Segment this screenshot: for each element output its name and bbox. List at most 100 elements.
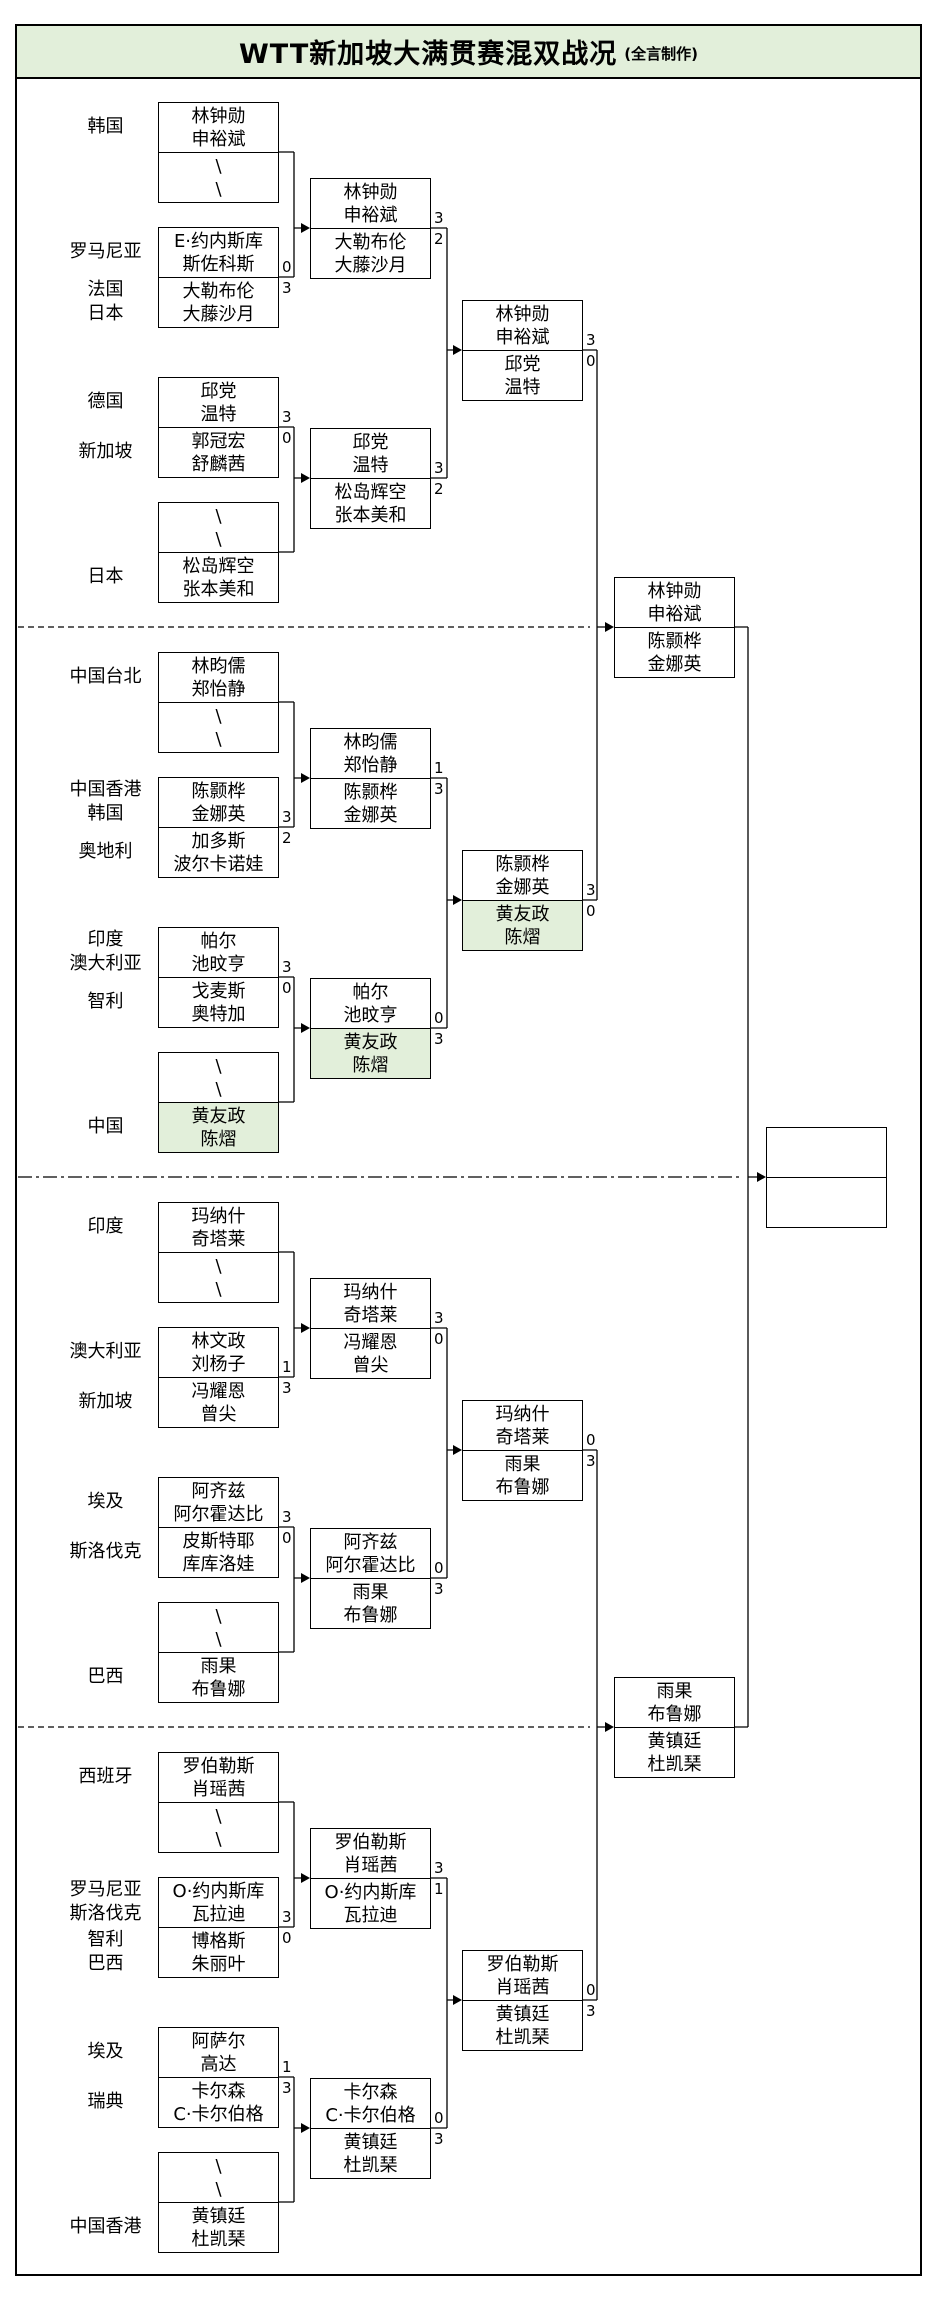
player-name: 罗伯勒斯	[486, 1953, 559, 1975]
player-name: 陈颢桦	[343, 781, 398, 803]
country-name: 西班牙	[78, 1766, 133, 1787]
bye-slot: \\	[158, 1802, 279, 1853]
country-name: 罗马尼亚	[69, 1879, 142, 1900]
country-name: 智利	[87, 991, 124, 1012]
player-name: 黄镇廷	[191, 2205, 246, 2227]
country-name: 印度	[87, 1216, 124, 1237]
bye-mark: \	[215, 528, 222, 550]
country-name: 日本	[87, 566, 124, 587]
bye-slot: \\	[158, 502, 279, 553]
player-name: 温特	[200, 403, 237, 425]
player-name: 雨果	[504, 1453, 541, 1475]
round2-match-3-bottom-half: 陈颢桦金娜英	[311, 779, 430, 828]
player-name: 林昀儒	[191, 655, 246, 677]
country-name: 罗马尼亚	[69, 241, 142, 262]
player-name: 舒麟茜	[191, 453, 246, 475]
country-name: 斯洛伐克	[69, 1903, 142, 1924]
match-score: 3	[282, 958, 292, 976]
page-title: WTT新加坡大满贯赛混双战况	[239, 39, 618, 70]
round2-match-2-top-half: 邱党温特	[311, 429, 430, 479]
semifinal-2-box: 雨果布鲁娜黄镇廷杜凯琹	[614, 1677, 735, 1778]
player-name: 布鲁娜	[495, 1476, 550, 1498]
player-name: O·约内斯库	[172, 1880, 265, 1902]
player-name: C·卡尔伯格	[325, 2104, 416, 2126]
match-score: 1	[282, 2058, 292, 2076]
match-score: 0	[282, 429, 292, 447]
round2-match-4-box: 帕尔池旼亨黄友政陈熠	[310, 978, 431, 1079]
team-slot: 帕尔池旼亨	[158, 927, 279, 978]
quarterfinal-4-top-half: 罗伯勒斯肖瑶茜	[463, 1951, 582, 2001]
player-name: 玛纳什	[495, 1403, 550, 1425]
player-name: 刘杨子	[191, 1353, 246, 1375]
match-score: 3	[586, 1452, 596, 1470]
country-name: 瑞典	[87, 2091, 124, 2112]
team-slot: 雨果布鲁娜	[158, 1652, 279, 1703]
player-name: 大勒布伦	[334, 231, 407, 253]
final-match-bottom-half	[767, 1178, 886, 1227]
player-name: 朱丽叶	[191, 1953, 246, 1975]
country-name: 韩国	[87, 116, 124, 137]
country-label: 罗马尼亚斯洛伐克	[28, 1878, 183, 1926]
country-name: 日本	[87, 303, 124, 324]
semifinal-1-box: 林钟勋申裕斌陈颢桦金娜英	[614, 577, 735, 678]
player-name: 冯耀恩	[191, 1380, 246, 1402]
player-name: 陈颢桦	[647, 630, 702, 652]
team-slot: 博格斯朱丽叶	[158, 1927, 279, 1978]
player-name: 邱党	[200, 380, 237, 402]
bye-mark: \	[215, 1255, 222, 1277]
player-name: 雨果	[352, 1581, 389, 1603]
match-score: 3	[586, 2002, 596, 2020]
player-name: 申裕斌	[191, 128, 246, 150]
player-name: 杜凯琹	[495, 2026, 550, 2048]
quarterfinal-1-bottom-half: 邱党温特	[463, 351, 582, 400]
round2-match-1-box: 林钟勋申裕斌大勒布伦大藤沙月	[310, 178, 431, 279]
player-name: 林文政	[191, 1330, 246, 1352]
player-name: 林钟勋	[647, 580, 702, 602]
country-name: 埃及	[87, 2041, 124, 2062]
player-name: 卡尔森	[191, 2080, 246, 2102]
player-name: 郑怡静	[343, 754, 398, 776]
match-score: 3	[434, 1580, 444, 1598]
country-label: 印度澳大利亚	[28, 928, 183, 976]
country-name: 埃及	[87, 1491, 124, 1512]
title-bar: WTT新加坡大满贯赛混双战况 (全言制作)	[15, 24, 922, 79]
country-label: 罗马尼亚	[28, 240, 183, 264]
semifinal-2-bottom-half: 黄镇廷杜凯琹	[615, 1728, 734, 1777]
player-name: 大藤沙月	[182, 303, 255, 325]
player-name: 陈颢桦	[495, 853, 550, 875]
player-name: 帕尔	[200, 930, 237, 952]
quarterfinal-4-bottom-half: 黄镇廷杜凯琹	[463, 2001, 582, 2050]
round2-match-2-box: 邱党温特松岛辉空张本美和	[310, 428, 431, 529]
match-score: 3	[282, 1908, 292, 1926]
player-name: 林昀儒	[343, 731, 398, 753]
team-slot: 皮斯特耶库库洛娃	[158, 1527, 279, 1578]
player-name: 邱党	[352, 431, 389, 453]
country-label: 新加坡	[28, 440, 183, 464]
match-score: 0	[282, 1929, 292, 1947]
team-slot: 郭冠宏舒麟茜	[158, 427, 279, 478]
player-name: 玛纳什	[343, 1281, 398, 1303]
player-name: 温特	[504, 376, 541, 398]
player-name: 瓦拉迪	[191, 1903, 246, 1925]
title-credit: (全言制作)	[624, 45, 698, 63]
match-score: 1	[434, 759, 444, 777]
team-slot: 林钟勋申裕斌	[158, 102, 279, 153]
match-score: 0	[282, 258, 292, 276]
team-slot: 黄友政陈熠	[158, 1102, 279, 1153]
player-name: 黄友政	[495, 903, 550, 925]
bye-slot: \\	[158, 1602, 279, 1653]
player-name: 库库洛娃	[182, 1553, 255, 1575]
team-slot: 加多斯波尔卡诺娃	[158, 827, 279, 878]
country-label: 中国香港韩国	[28, 778, 183, 826]
player-name: 陈熠	[200, 1128, 237, 1150]
match-score: 0	[434, 1330, 444, 1348]
player-name: 杜凯琹	[647, 1753, 702, 1775]
country-label: 瑞典	[28, 2090, 183, 2114]
player-name: 郑怡静	[191, 678, 246, 700]
player-name: O·约内斯库	[324, 1881, 417, 1903]
round2-match-5-bottom-half: 冯耀恩曾尖	[311, 1329, 430, 1378]
bye-mark: \	[215, 1628, 222, 1650]
player-name: 冯耀恩	[343, 1331, 398, 1353]
player-name: 申裕斌	[647, 603, 702, 625]
player-name: 陈熠	[504, 926, 541, 948]
